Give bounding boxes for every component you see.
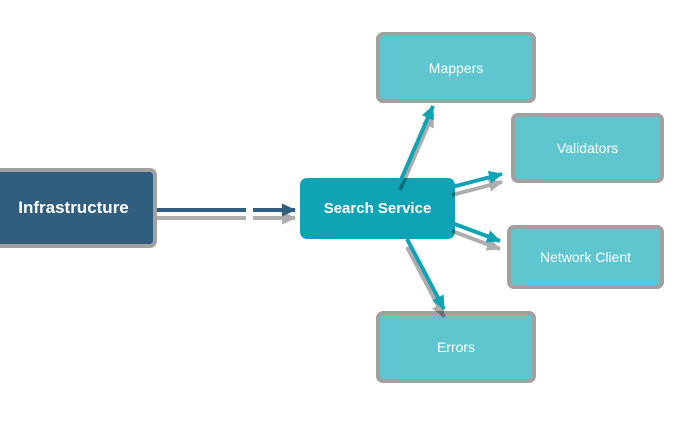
node-network-client-label: Network Client	[539, 249, 632, 265]
node-validators: Validators	[511, 113, 664, 183]
node-errors: Errors	[376, 311, 536, 383]
edge-search-service-to-mappers-arrow	[398, 105, 435, 183]
node-validators-label: Validators	[556, 140, 619, 156]
node-infrastructure: Infrastructure	[0, 168, 157, 248]
node-errors-label: Errors	[436, 339, 476, 355]
node-search-service: Search Service	[300, 178, 455, 239]
node-mappers-label: Mappers	[428, 59, 484, 76]
node-mappers: Mappers	[376, 32, 536, 103]
edge-search-service-to-network-client-arrow	[451, 221, 501, 243]
node-network-client: Network Client	[507, 225, 664, 289]
node-search-service-label: Search Service	[323, 200, 432, 217]
node-infrastructure-label: Infrastructure	[18, 198, 129, 217]
edge-search-service-to-validators-arrow	[451, 170, 503, 189]
edge-search-service-to-errors-arrow	[405, 238, 446, 310]
